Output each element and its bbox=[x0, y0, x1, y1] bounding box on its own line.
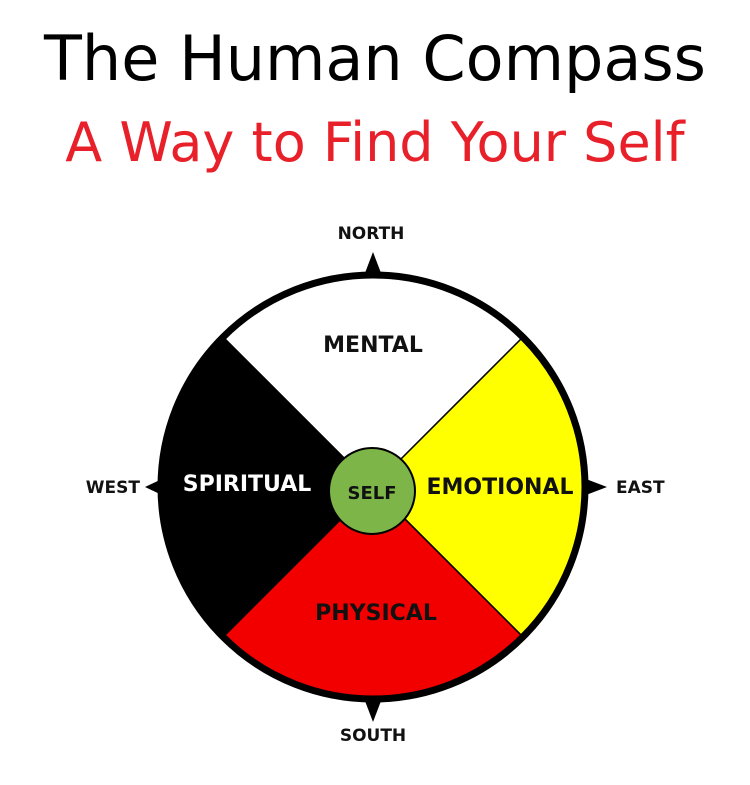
west-label: WEST bbox=[86, 478, 141, 498]
spiritual-label: SPIRITUAL bbox=[183, 472, 312, 497]
page-subtitle: A Way to Find Your Self bbox=[65, 111, 685, 174]
mental-label: MENTAL bbox=[323, 333, 423, 358]
self-circle bbox=[328, 447, 416, 535]
west-arrow bbox=[145, 479, 162, 495]
north-label: NORTH bbox=[338, 224, 405, 244]
north-arrow bbox=[365, 252, 381, 273]
south-arrow bbox=[365, 701, 381, 722]
east-label: EAST bbox=[616, 478, 665, 498]
south-label: SOUTH bbox=[340, 726, 406, 746]
page-title: The Human Compass bbox=[44, 22, 706, 95]
east-arrow bbox=[586, 479, 607, 495]
physical-label: PHYSICAL bbox=[315, 601, 437, 626]
emotional-label: EMOTIONAL bbox=[427, 475, 574, 500]
self-label: SELF bbox=[347, 483, 396, 504]
